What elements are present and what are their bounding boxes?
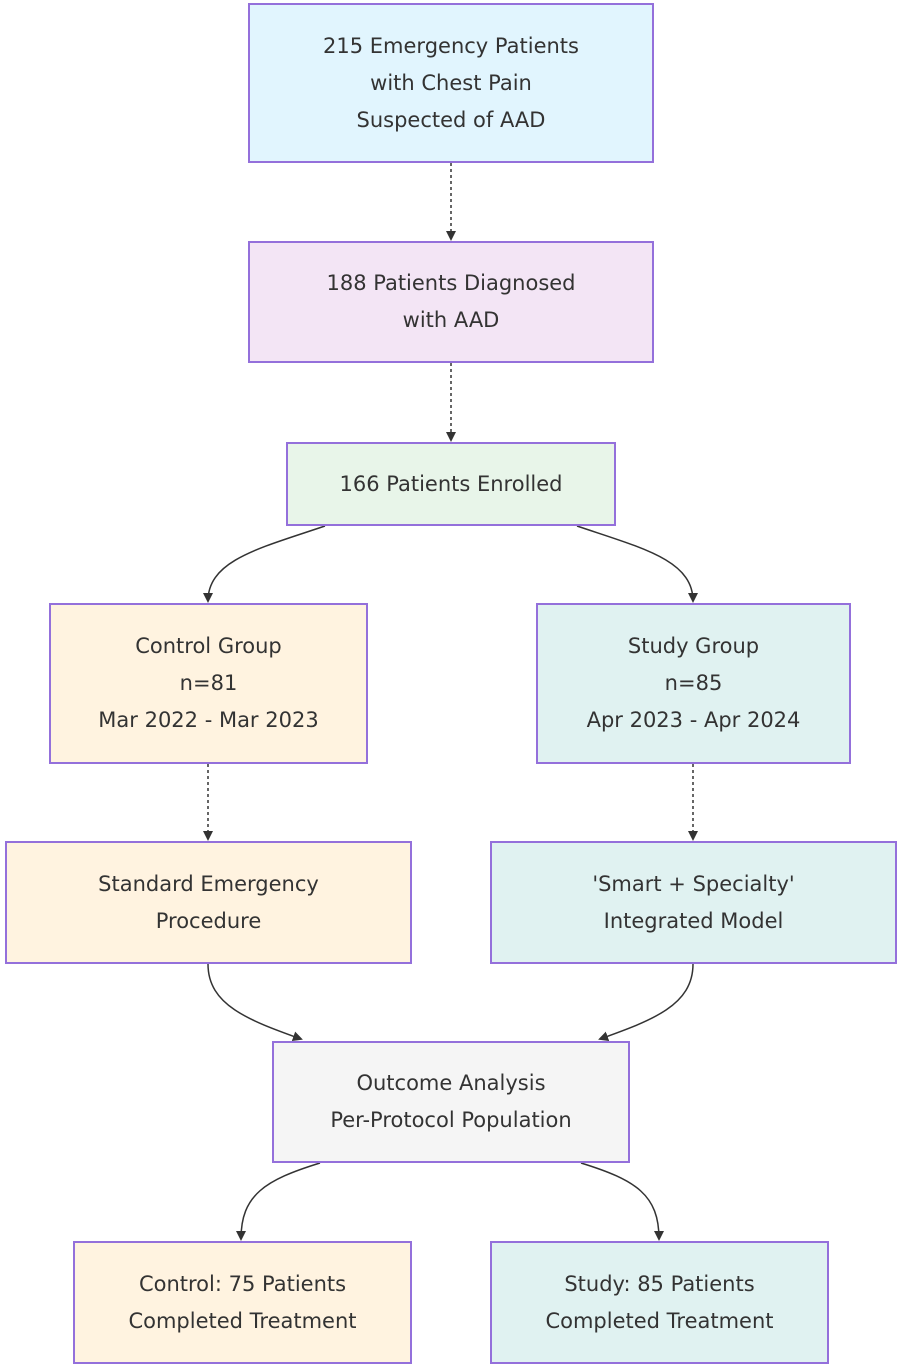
node-diagnosed: 188 Patients Diagnosed with AAD — [248, 241, 654, 363]
node-control-group-line-2: n=81 — [179, 671, 238, 695]
node-study-group-line-2: n=85 — [664, 671, 723, 695]
node-screening-line-1: 215 Emergency Patients — [323, 33, 579, 58]
arrow-enrolled-to-control-group — [203, 525, 326, 603]
arrow-model-to-outcome — [598, 963, 694, 1042]
node-study-completed-line-2: Completed Treatment — [545, 1308, 774, 1333]
node-study-model: 'Smart + Specialty' Integrated Model — [490, 841, 897, 964]
node-diagnosed-line-1: 188 Patients Diagnosed — [326, 271, 576, 295]
node-outcome: Outcome Analysis Per-Protocol Population — [272, 1041, 630, 1163]
node-study-completed-line-1: Study: 85 Patients — [564, 1271, 755, 1296]
node-study-model-line-2: Integrated Model — [603, 908, 784, 933]
node-outcome-line-1: Outcome Analysis — [356, 1071, 546, 1095]
node-control-procedure-line-2: Procedure — [155, 908, 262, 933]
node-control-completed: Control: 75 Patients Completed Treatment — [73, 1241, 412, 1364]
node-control-group-line-3: Mar 2022 - Mar 2023 — [98, 708, 319, 732]
node-control-group: Control Group n=81 Mar 2022 - Mar 2023 — [49, 603, 368, 764]
node-control-completed-line-1: Control: 75 Patients — [138, 1271, 347, 1296]
arrow-enrolled-to-study-group — [576, 525, 698, 603]
node-enrolled-line-1: 166 Patients Enrolled — [339, 471, 563, 496]
node-enrolled: 166 Patients Enrolled — [286, 442, 616, 526]
node-control-completed-line-2: Completed Treatment — [128, 1308, 357, 1333]
node-study-completed: Study: 85 Patients Completed Treatment — [490, 1241, 829, 1364]
node-study-group-line-3: Apr 2023 - Apr 2024 — [586, 708, 801, 732]
node-screening: 215 Emergency Patients with Chest Pain S… — [248, 3, 654, 163]
node-diagnosed-line-2: with AAD — [402, 308, 500, 332]
arrow-outcome-to-control-completed — [236, 1162, 321, 1241]
node-control-procedure: Standard Emergency Procedure — [5, 841, 412, 964]
arrow-outcome-to-study-completed — [580, 1162, 664, 1241]
node-screening-line-3: Suspected of AAD — [356, 107, 546, 132]
node-control-group-line-1: Control Group — [135, 634, 282, 658]
node-study-group-line-1: Study Group — [627, 634, 760, 658]
node-control-procedure-line-1: Standard Emergency — [98, 871, 319, 896]
node-study-model-line-1: 'Smart + Specialty' — [592, 871, 795, 896]
arrow-procedure-to-outcome — [207, 963, 303, 1042]
node-screening-line-2: with Chest Pain — [370, 70, 532, 95]
node-outcome-line-2: Per-Protocol Population — [330, 1108, 572, 1132]
node-study-group: Study Group n=85 Apr 2023 - Apr 2024 — [536, 603, 851, 764]
